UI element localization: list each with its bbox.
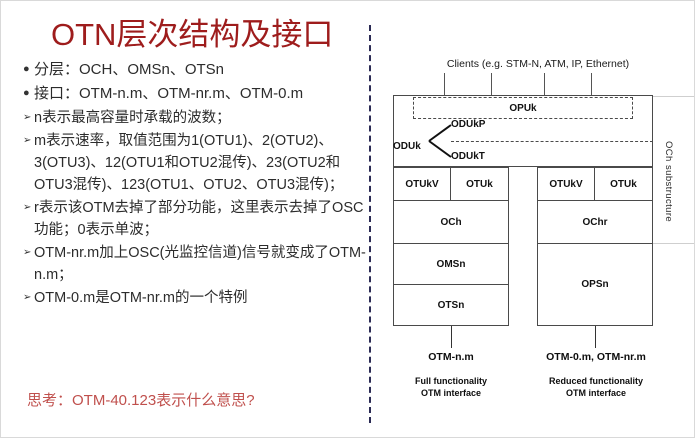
guide-line-bottom	[653, 243, 694, 244]
opuk-box: OPUk	[413, 97, 633, 119]
oduk-leader-lines	[428, 124, 452, 158]
opuk-label: OPUk	[509, 102, 537, 114]
right-interface-drop-line	[595, 326, 596, 348]
oduk-label: ODUk	[393, 141, 421, 152]
list-item-text: r表示该OTM去掉了部分功能，这里表示去掉了OSC功能；0表示单波；	[34, 199, 364, 238]
left-interface-desc-line1: Full functionality	[415, 376, 487, 386]
left-otuk-cell: OTUk	[450, 167, 509, 201]
list-item-text: OTM-nr.m加上OSC(光监控信道)信号就变成了OTM-n.m；	[34, 244, 366, 283]
clients-label: Clients (e.g. STM-N, ATM, IP, Ethernet)	[446, 58, 630, 70]
list-item: ● 分层：OCH、OMSn、OTSn	[23, 59, 368, 82]
bullet-dot-icon: ●	[23, 86, 30, 99]
left-interface-desc: Full functionality OTM interface	[391, 376, 511, 399]
right-otukv-cell: OTUkV	[537, 167, 595, 201]
odukt-label: ODUkT	[451, 151, 485, 162]
right-otukv-label: OTUkV	[549, 178, 583, 190]
right-opsn-cell: OPSn	[537, 243, 653, 326]
client-tick-2	[491, 73, 492, 95]
left-omsn-label: OMSn	[436, 258, 466, 270]
bullet-arrow-icon: ➢	[23, 111, 32, 123]
client-tick-4	[591, 73, 592, 95]
left-otukv-label: OTUkV	[405, 178, 439, 190]
left-interface-name: OTM-n.m	[428, 351, 474, 363]
left-och-label: OCh	[440, 216, 462, 228]
och-substructure-line1: OCh	[663, 141, 674, 162]
left-otsn-cell: OTSn	[393, 284, 509, 326]
page-title: OTN层次结构及接口	[51, 17, 334, 52]
list-item-text: m表示速率，取值范围为1(OTU1)、2(OTU2)、3(OTU3)、12(OT…	[34, 132, 344, 193]
client-tick-1	[444, 73, 445, 95]
bullet-dot-icon: ●	[23, 63, 30, 75]
otn-layer-diagram: Clients (e.g. STM-N, ATM, IP, Ethernet) …	[379, 1, 694, 437]
left-interface-drop-line	[451, 326, 452, 348]
right-interface-desc: Reduced functionality OTM interface	[529, 376, 663, 399]
och-substructure-line2: substructure	[663, 164, 674, 222]
left-och-cell: OCh	[393, 200, 509, 244]
list-item-text: n表示最高容量时承载的波数；	[34, 109, 231, 126]
oduk-frame	[393, 95, 653, 167]
och-substructure-label: OCh substructure	[661, 141, 674, 222]
right-interface-desc-line2: OTM interface	[565, 387, 626, 398]
right-opsn-label: OPSn	[581, 279, 609, 290]
vertical-dashed-divider	[369, 25, 371, 423]
left-text-panel: OTN层次结构及接口 ● 分层：OCH、OMSn、OTSn ● 接口：OTM-n…	[1, 1, 370, 437]
bullet-arrow-icon: ➢	[23, 291, 32, 303]
list-item: ➢ OTM-0.m是OTM-nr.m的一个特例	[23, 287, 368, 309]
think-question-text: 思考：OTM-40.123表示什么意思?	[27, 392, 255, 409]
list-item-text: 接口：OTM-n.m、OTM-nr.m、OTM-0.m	[34, 84, 304, 102]
list-item-text: 分层：OCH、OMSn、OTSn	[34, 61, 225, 78]
right-interface-desc-line1: Reduced functionality	[548, 376, 643, 386]
list-item: ➢ r表示该OTM去掉了部分功能，这里表示去掉了OSC功能；0表示单波；	[23, 197, 368, 241]
odukp-label: ODUkP	[451, 119, 486, 130]
left-otukv-cell: OTUkV	[393, 167, 451, 201]
left-interface-desc-line2: OTM interface	[420, 387, 481, 398]
oduk-dashed-separator	[451, 141, 653, 142]
guide-line-top	[653, 96, 694, 97]
left-otuk-label: OTUk	[466, 178, 493, 190]
bullet-arrow-icon: ➢	[23, 201, 32, 213]
left-otsn-label: OTSn	[437, 299, 465, 311]
list-item: ● 接口：OTM-n.m、OTM-nr.m、OTM-0.m	[23, 83, 368, 106]
right-interface-name: OTM-0.m, OTM-nr.m	[546, 351, 646, 363]
left-omsn-cell: OMSn	[393, 243, 509, 285]
right-otuk-cell: OTUk	[594, 167, 653, 201]
bullet-arrow-icon: ➢	[23, 134, 32, 146]
right-ochr-label: OChr	[582, 216, 608, 228]
list-item: ➢ n表示最高容量时承载的波数；	[23, 107, 368, 129]
right-ochr-cell: OChr	[537, 200, 653, 244]
client-tick-3	[544, 73, 545, 95]
list-item: ➢ m表示速率，取值范围为1(OTU1)、2(OTU2)、3(OTU3)、12(…	[23, 130, 368, 196]
right-otuk-label: OTUk	[610, 178, 637, 190]
bullet-list: ● 分层：OCH、OMSn、OTSn ● 接口：OTM-n.m、OTM-nr.m…	[23, 59, 368, 310]
list-item: ➢ OTM-nr.m加上OSC(光监控信道)信号就变成了OTM-n.m；	[23, 242, 368, 286]
bullet-arrow-icon: ➢	[23, 246, 32, 258]
list-item-text: OTM-0.m是OTM-nr.m的一个特例	[34, 289, 248, 306]
